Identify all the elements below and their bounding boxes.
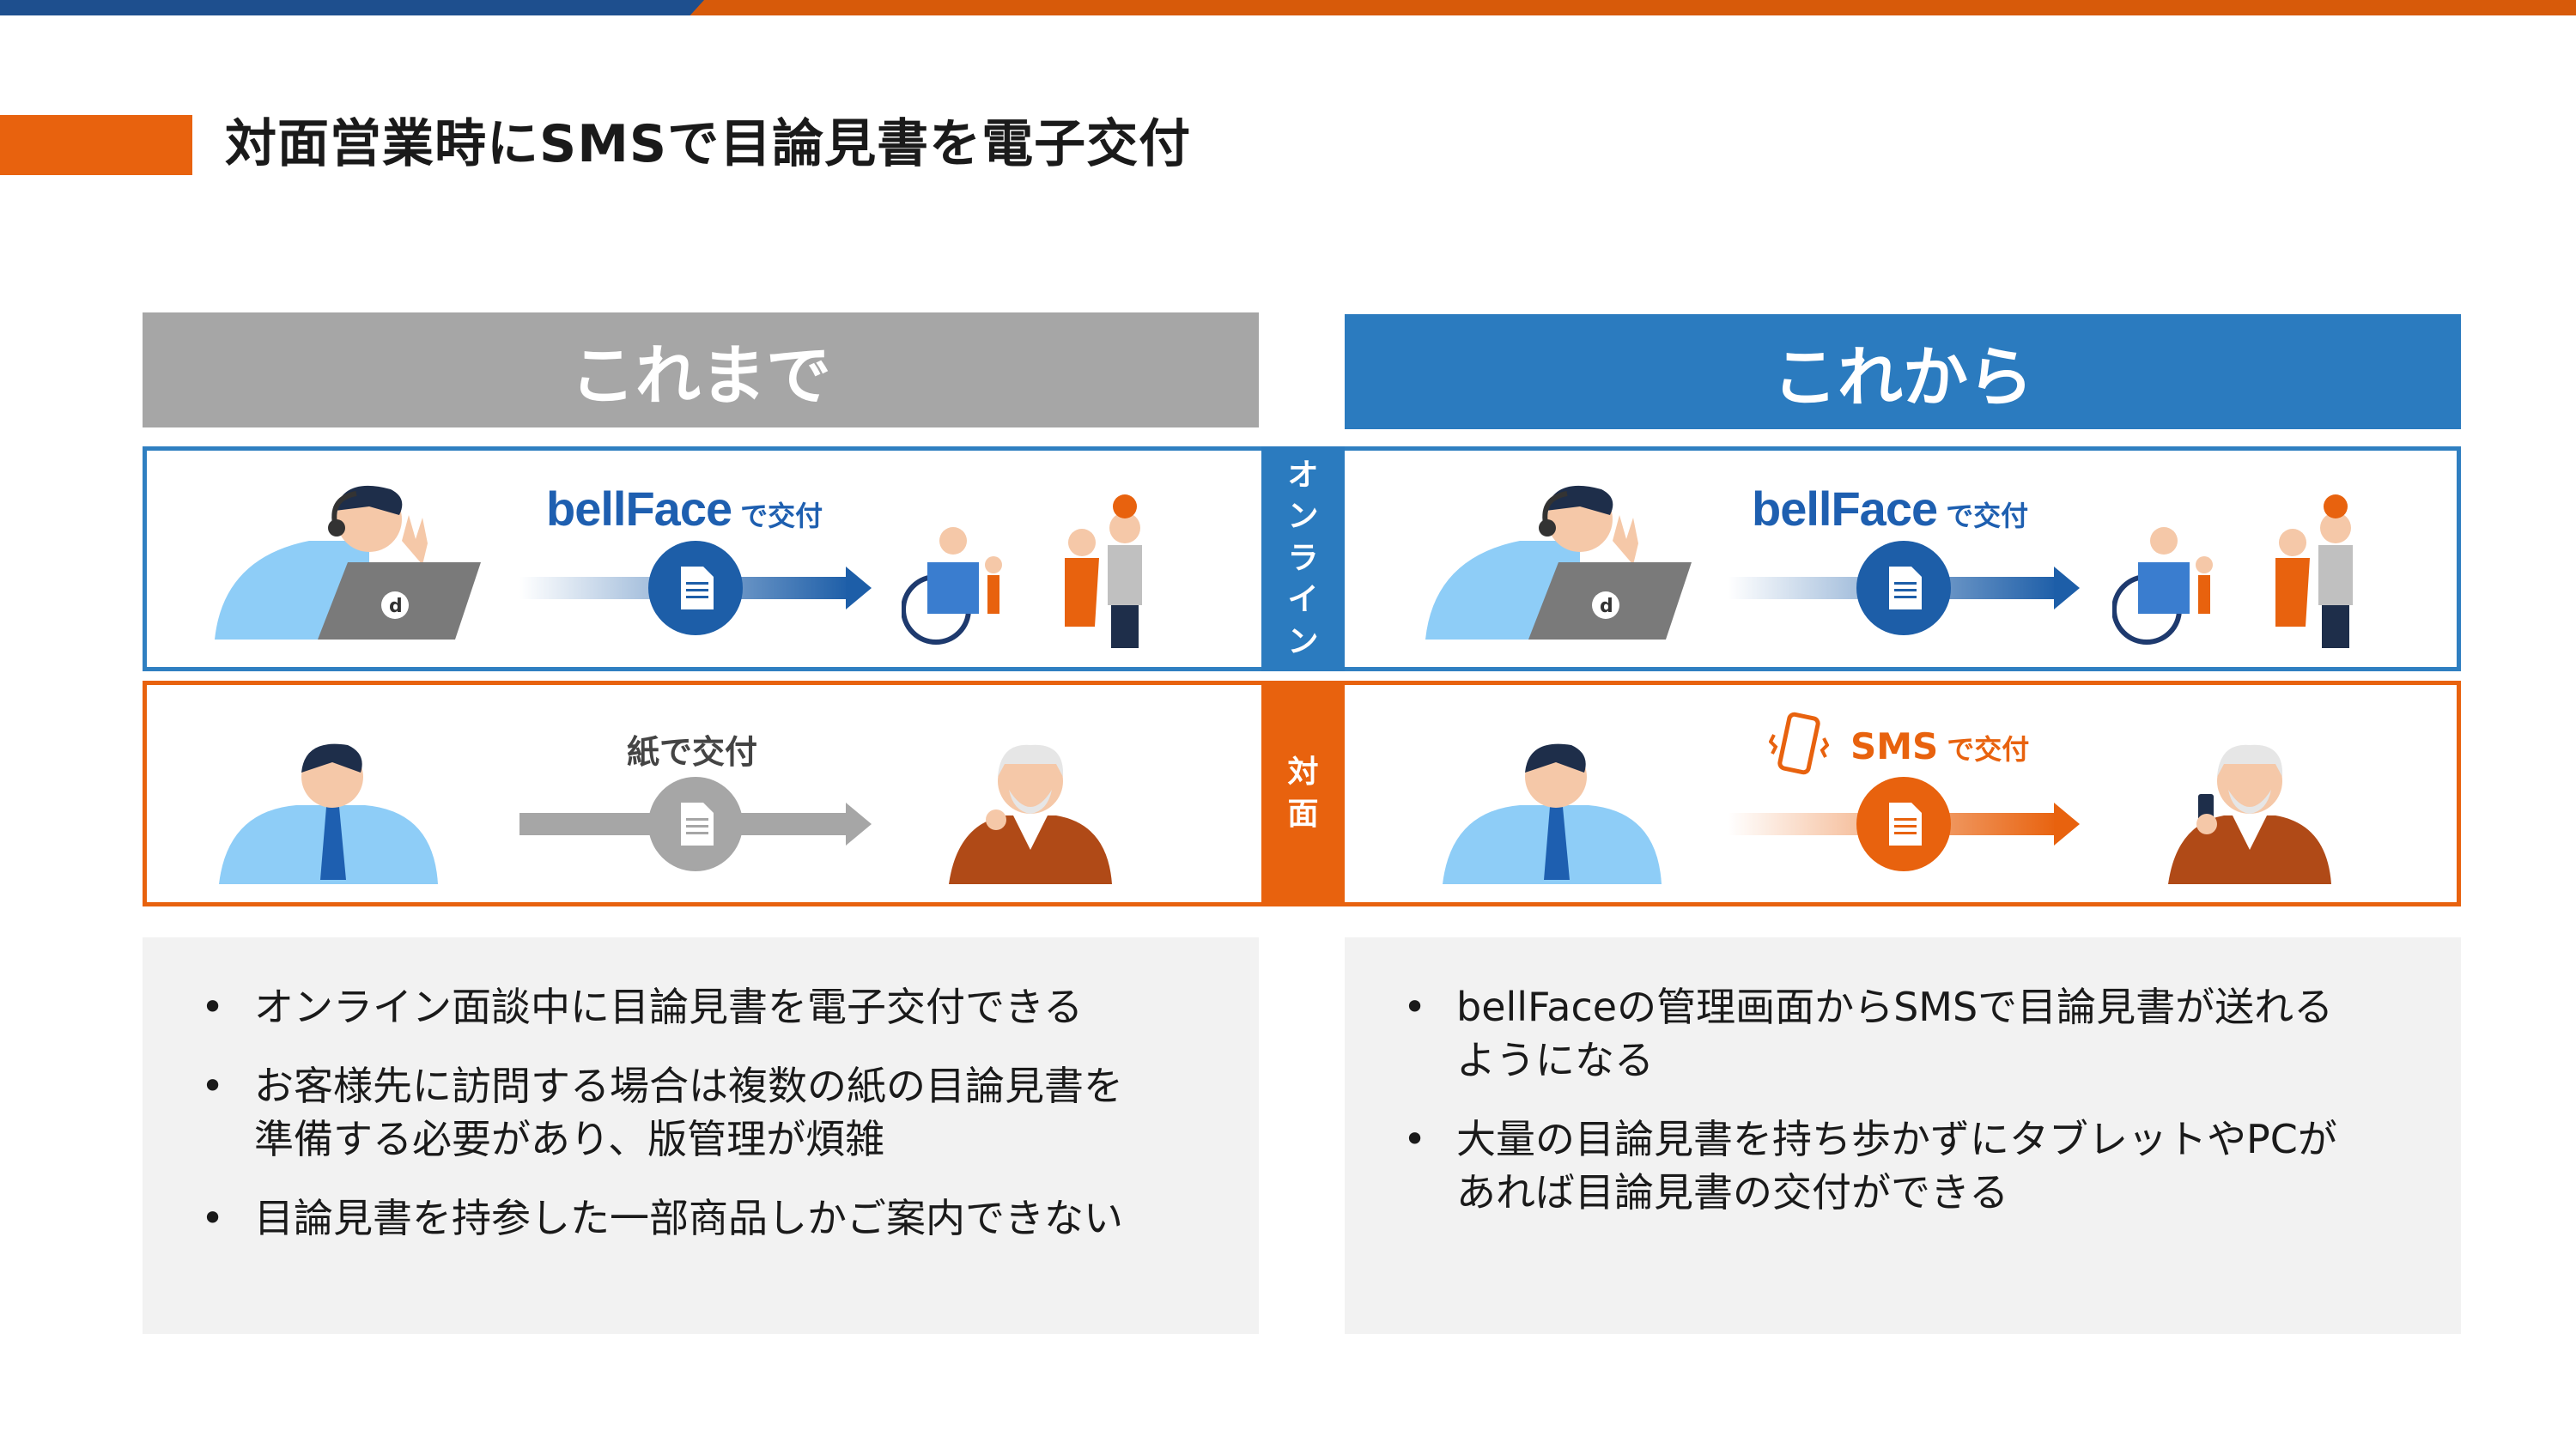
svg-text:d: d [389,596,403,617]
column-header-before: これまで [143,312,1259,427]
elderly-customer-phone-illustration [2168,744,2331,884]
before-bullet-1: オンライン面談中に目論見書を電子交付できる [201,980,1156,1034]
top-accent-blue [0,0,704,15]
row-label-online: オンライン [1261,446,1345,671]
top-accent-bar [0,0,2576,15]
elderly-customer-illustration [949,744,1112,884]
after-bullet-1: bellFaceの管理画面からSMSで目論見書が送れるようになる [1403,980,2358,1087]
before-bullet-2: お客様先に訪問する場合は複数の紙の目論見書を準備する必要があり、版管理が煩雑 [201,1059,1156,1166]
salesperson-illustration-after [1443,743,1662,884]
salesperson-laptop-illustration: d [215,485,481,640]
smartphone-vibrate-icon [1769,712,1829,775]
page-title: 対面営業時にSMSで目論見書を電子交付 [225,114,1192,174]
transfer-arrow-online-after [1728,541,2080,635]
after-bullet-panel: bellFaceの管理画面からSMSで目論見書が送れるようになる 大量の目論見書… [1345,937,2461,1334]
salesperson-laptop-illustration-after: d [1425,485,1692,640]
customers-family-illustration [902,494,1142,648]
after-bullet-2: 大量の目論見書を持ち歩かずにタブレットやPCがあれば目論見書の交付ができる [1403,1113,2358,1219]
row-label-face: 対面 [1261,681,1345,906]
salesperson-illustration [219,743,438,884]
transfer-arrow-sms [1728,777,2080,871]
transfer-arrow-online-before [519,541,872,635]
paper-delivery-label: 紙で交付 [627,733,758,771]
bellface-logo: bellFace [546,482,732,536]
before-bullet-3: 目論見書を持参した一部商品しかご案内できない [201,1191,1156,1245]
transfer-arrow-paper [519,777,872,871]
bellface-logo-after: bellFace [1752,482,1938,536]
before-bullet-panel: オンライン面談中に目論見書を電子交付できる お客様先に訪問する場合は複数の紙の目… [143,937,1259,1334]
customers-family-illustration-after [2112,494,2353,648]
title-accent-bar [0,115,192,175]
svg-text:d: d [1600,596,1613,617]
column-header-after: これから [1345,314,2461,429]
